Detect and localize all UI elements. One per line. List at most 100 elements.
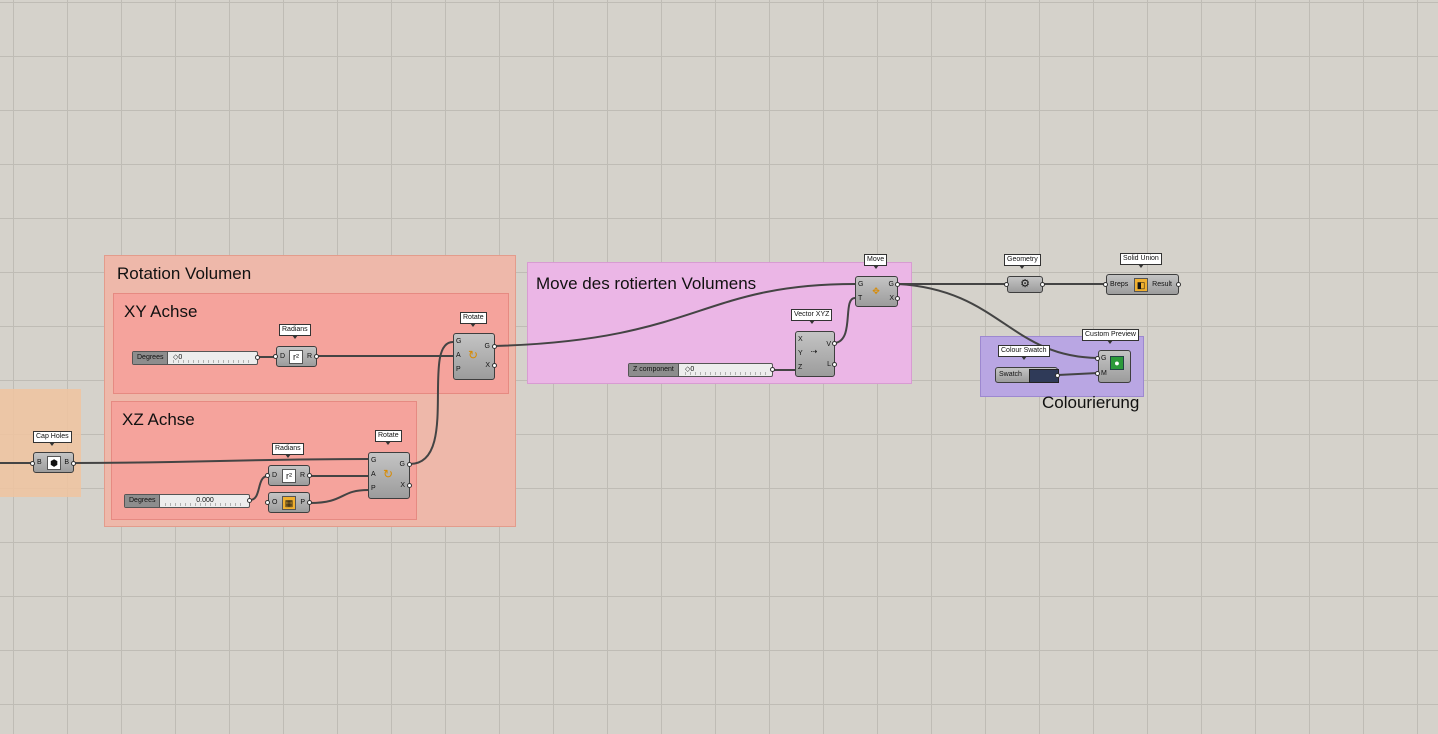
input-port-label: G	[456, 338, 462, 345]
rotate-icon: ↻	[382, 467, 394, 481]
rotate-icon: ↻	[467, 348, 479, 362]
group-title: XY Achse	[124, 302, 198, 321]
output-dot[interactable]	[314, 354, 319, 359]
geometry-icon: ⚙	[1020, 278, 1030, 290]
move-icon: ✥	[872, 286, 880, 296]
xz-plane-icon: ▦	[282, 496, 296, 510]
input-dot[interactable]	[265, 473, 270, 478]
output-dot[interactable]	[1176, 282, 1181, 287]
slider-label: Z component	[629, 364, 679, 376]
input-dot[interactable]	[30, 461, 35, 466]
input-port-label: D	[272, 472, 278, 479]
input-port-label: D	[280, 353, 286, 360]
output-port-label: G	[888, 281, 894, 288]
z-component-slider[interactable]: Z component ◇0	[628, 363, 773, 377]
degrees-slider-xz[interactable]: Degrees 0.000	[124, 494, 250, 508]
rotate-component-xz[interactable]: G A P ↻ G X	[368, 452, 410, 499]
output-port-label: X	[400, 482, 405, 489]
output-port-label: R	[299, 472, 305, 479]
output-dot[interactable]	[247, 498, 252, 503]
output-dot[interactable]	[1055, 373, 1060, 378]
group-title: Move des rotierten Volumens	[536, 274, 757, 293]
vector-xyz-tag: Vector XYZ	[791, 309, 833, 324]
input-port-label: A	[371, 471, 376, 478]
input-dot[interactable]	[1103, 282, 1108, 287]
custom-preview-component[interactable]: G M ●	[1098, 350, 1131, 383]
rotate-tag: Rotate	[460, 312, 487, 327]
input-port-label: G	[858, 281, 864, 288]
output-port-label: X	[485, 362, 490, 369]
preview-icon: ●	[1110, 356, 1124, 370]
output-port-label: R	[306, 353, 312, 360]
output-dot[interactable]	[307, 500, 312, 505]
group-title-colourierung: Colourierung	[1042, 393, 1140, 412]
group-title: Rotation Volumen	[117, 264, 252, 283]
input-dot[interactable]	[1004, 282, 1009, 287]
output-dot[interactable]	[832, 341, 837, 346]
cap-holes-tag: Cap Holes	[33, 431, 72, 446]
radians-tag: Radians	[279, 324, 311, 339]
colour-swatch-component[interactable]: Swatch	[995, 367, 1059, 383]
output-port-label: X	[889, 295, 894, 302]
output-dot[interactable]	[71, 461, 76, 466]
solid-union-component[interactable]: Breps ◧ Result	[1106, 274, 1179, 295]
radians-component-xy[interactable]: D r² R	[276, 346, 317, 367]
xz-plane-component[interactable]: O ▦ P	[268, 492, 310, 513]
input-port-label: B	[37, 459, 42, 466]
cap-holes-component[interactable]: B ⬢ B	[33, 452, 74, 473]
slider-label: Degrees	[125, 495, 161, 507]
input-dot[interactable]	[1095, 371, 1100, 376]
geometry-tag: Geometry	[1004, 254, 1041, 269]
input-port-label: Breps	[1110, 281, 1129, 288]
input-dot[interactable]	[273, 354, 278, 359]
geometry-param[interactable]: ⚙	[1007, 276, 1043, 293]
input-port-label: G	[1101, 355, 1107, 362]
input-dot[interactable]	[265, 500, 270, 505]
output-dot[interactable]	[770, 367, 775, 372]
cap-holes-icon: ⬢	[47, 456, 61, 470]
radians-icon: r²	[282, 469, 296, 483]
move-tag: Move	[864, 254, 888, 269]
output-dot[interactable]	[255, 355, 260, 360]
output-dot[interactable]	[407, 462, 412, 467]
vector-icon: ⇢	[810, 347, 818, 356]
output-dot[interactable]	[895, 296, 900, 301]
rotate-component-xy[interactable]: G A P ↻ G X	[453, 333, 495, 380]
input-port-label: Y	[798, 350, 803, 357]
radians-tag: Radians	[272, 443, 304, 458]
radians-icon: r²	[289, 350, 303, 364]
input-port-label: G	[371, 457, 377, 464]
input-port-label: A	[456, 352, 461, 359]
radians-component-xz[interactable]: D r² R	[268, 465, 310, 486]
input-dot[interactable]	[1095, 356, 1100, 361]
input-port-label: P	[371, 485, 376, 492]
output-port-label: Result	[1152, 281, 1172, 288]
input-port-label: Z	[798, 364, 803, 371]
output-dot[interactable]	[407, 483, 412, 488]
output-dot[interactable]	[1040, 282, 1045, 287]
output-port-label: L	[827, 361, 831, 368]
vector-xyz-component[interactable]: X Y Z ⇢ V L	[795, 331, 835, 377]
slider-value: ◇0	[173, 352, 253, 364]
group-xy-achse[interactable]: XY Achse	[113, 293, 509, 394]
group-cap-holes[interactable]	[0, 389, 81, 497]
input-port-label: P	[456, 366, 461, 373]
output-port-label: P	[300, 499, 305, 506]
custom-preview-tag: Custom Preview	[1082, 329, 1139, 344]
output-dot[interactable]	[895, 282, 900, 287]
output-port-label: G	[484, 343, 490, 350]
output-dot[interactable]	[492, 363, 497, 368]
output-dot[interactable]	[492, 344, 497, 349]
output-dot[interactable]	[307, 473, 312, 478]
slider-value: 0.000	[165, 495, 245, 507]
solid-union-tag: Solid Union	[1120, 253, 1162, 268]
swatch-label: Swatch	[999, 371, 1022, 378]
output-dot[interactable]	[832, 362, 837, 367]
input-port-label: O	[272, 499, 278, 506]
output-port-label: B	[64, 459, 69, 466]
move-component[interactable]: G T ✥ G X	[855, 276, 898, 307]
input-port-label: M	[1101, 370, 1107, 377]
solid-union-icon: ◧	[1134, 278, 1148, 292]
group-title: XZ Achse	[122, 410, 195, 429]
degrees-slider-xy[interactable]: Degrees ◇0	[132, 351, 258, 365]
